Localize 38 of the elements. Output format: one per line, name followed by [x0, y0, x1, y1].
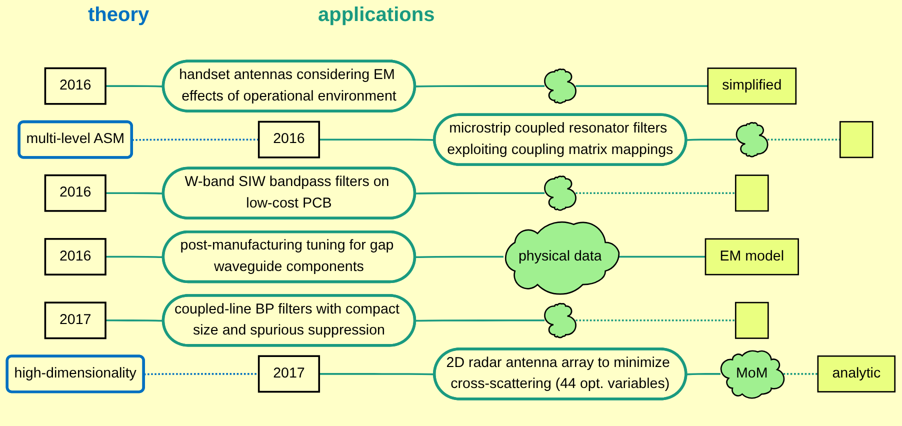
connector [415, 192, 545, 194]
connector [319, 138, 435, 141]
connector [106, 192, 164, 194]
connector [106, 85, 164, 88]
connector [616, 256, 706, 258]
connector [686, 373, 720, 376]
connector [144, 373, 259, 376]
node-box [839, 121, 874, 158]
connector [106, 320, 164, 322]
connector [576, 320, 736, 322]
node-box: 2017 [258, 355, 320, 393]
node-box: 2016 [44, 238, 106, 276]
connector [686, 138, 736, 141]
connector [132, 138, 259, 141]
node-box: 2016 [44, 67, 106, 105]
node-cloud [544, 68, 576, 104]
node-box: 2016 [258, 120, 320, 158]
node-cloud [736, 122, 768, 158]
node-box [734, 302, 769, 339]
node-box [734, 174, 769, 212]
connector [576, 192, 736, 194]
connector [106, 256, 164, 258]
connector [783, 373, 818, 375]
node-box: 2016 [44, 174, 106, 212]
node-box: analytic [817, 355, 896, 392]
connector [767, 138, 840, 140]
connector [319, 373, 435, 376]
column-heading: applications [318, 4, 435, 27]
connector [415, 256, 504, 258]
node-box: EM model [704, 238, 799, 276]
connector [415, 320, 545, 322]
column-heading: theory [88, 4, 150, 27]
node-box: simplified [707, 68, 797, 105]
node-cloud [544, 176, 576, 211]
node-cloud [544, 302, 576, 338]
node-box: 2017 [44, 302, 106, 340]
connector [576, 85, 708, 87]
connector [415, 85, 545, 88]
